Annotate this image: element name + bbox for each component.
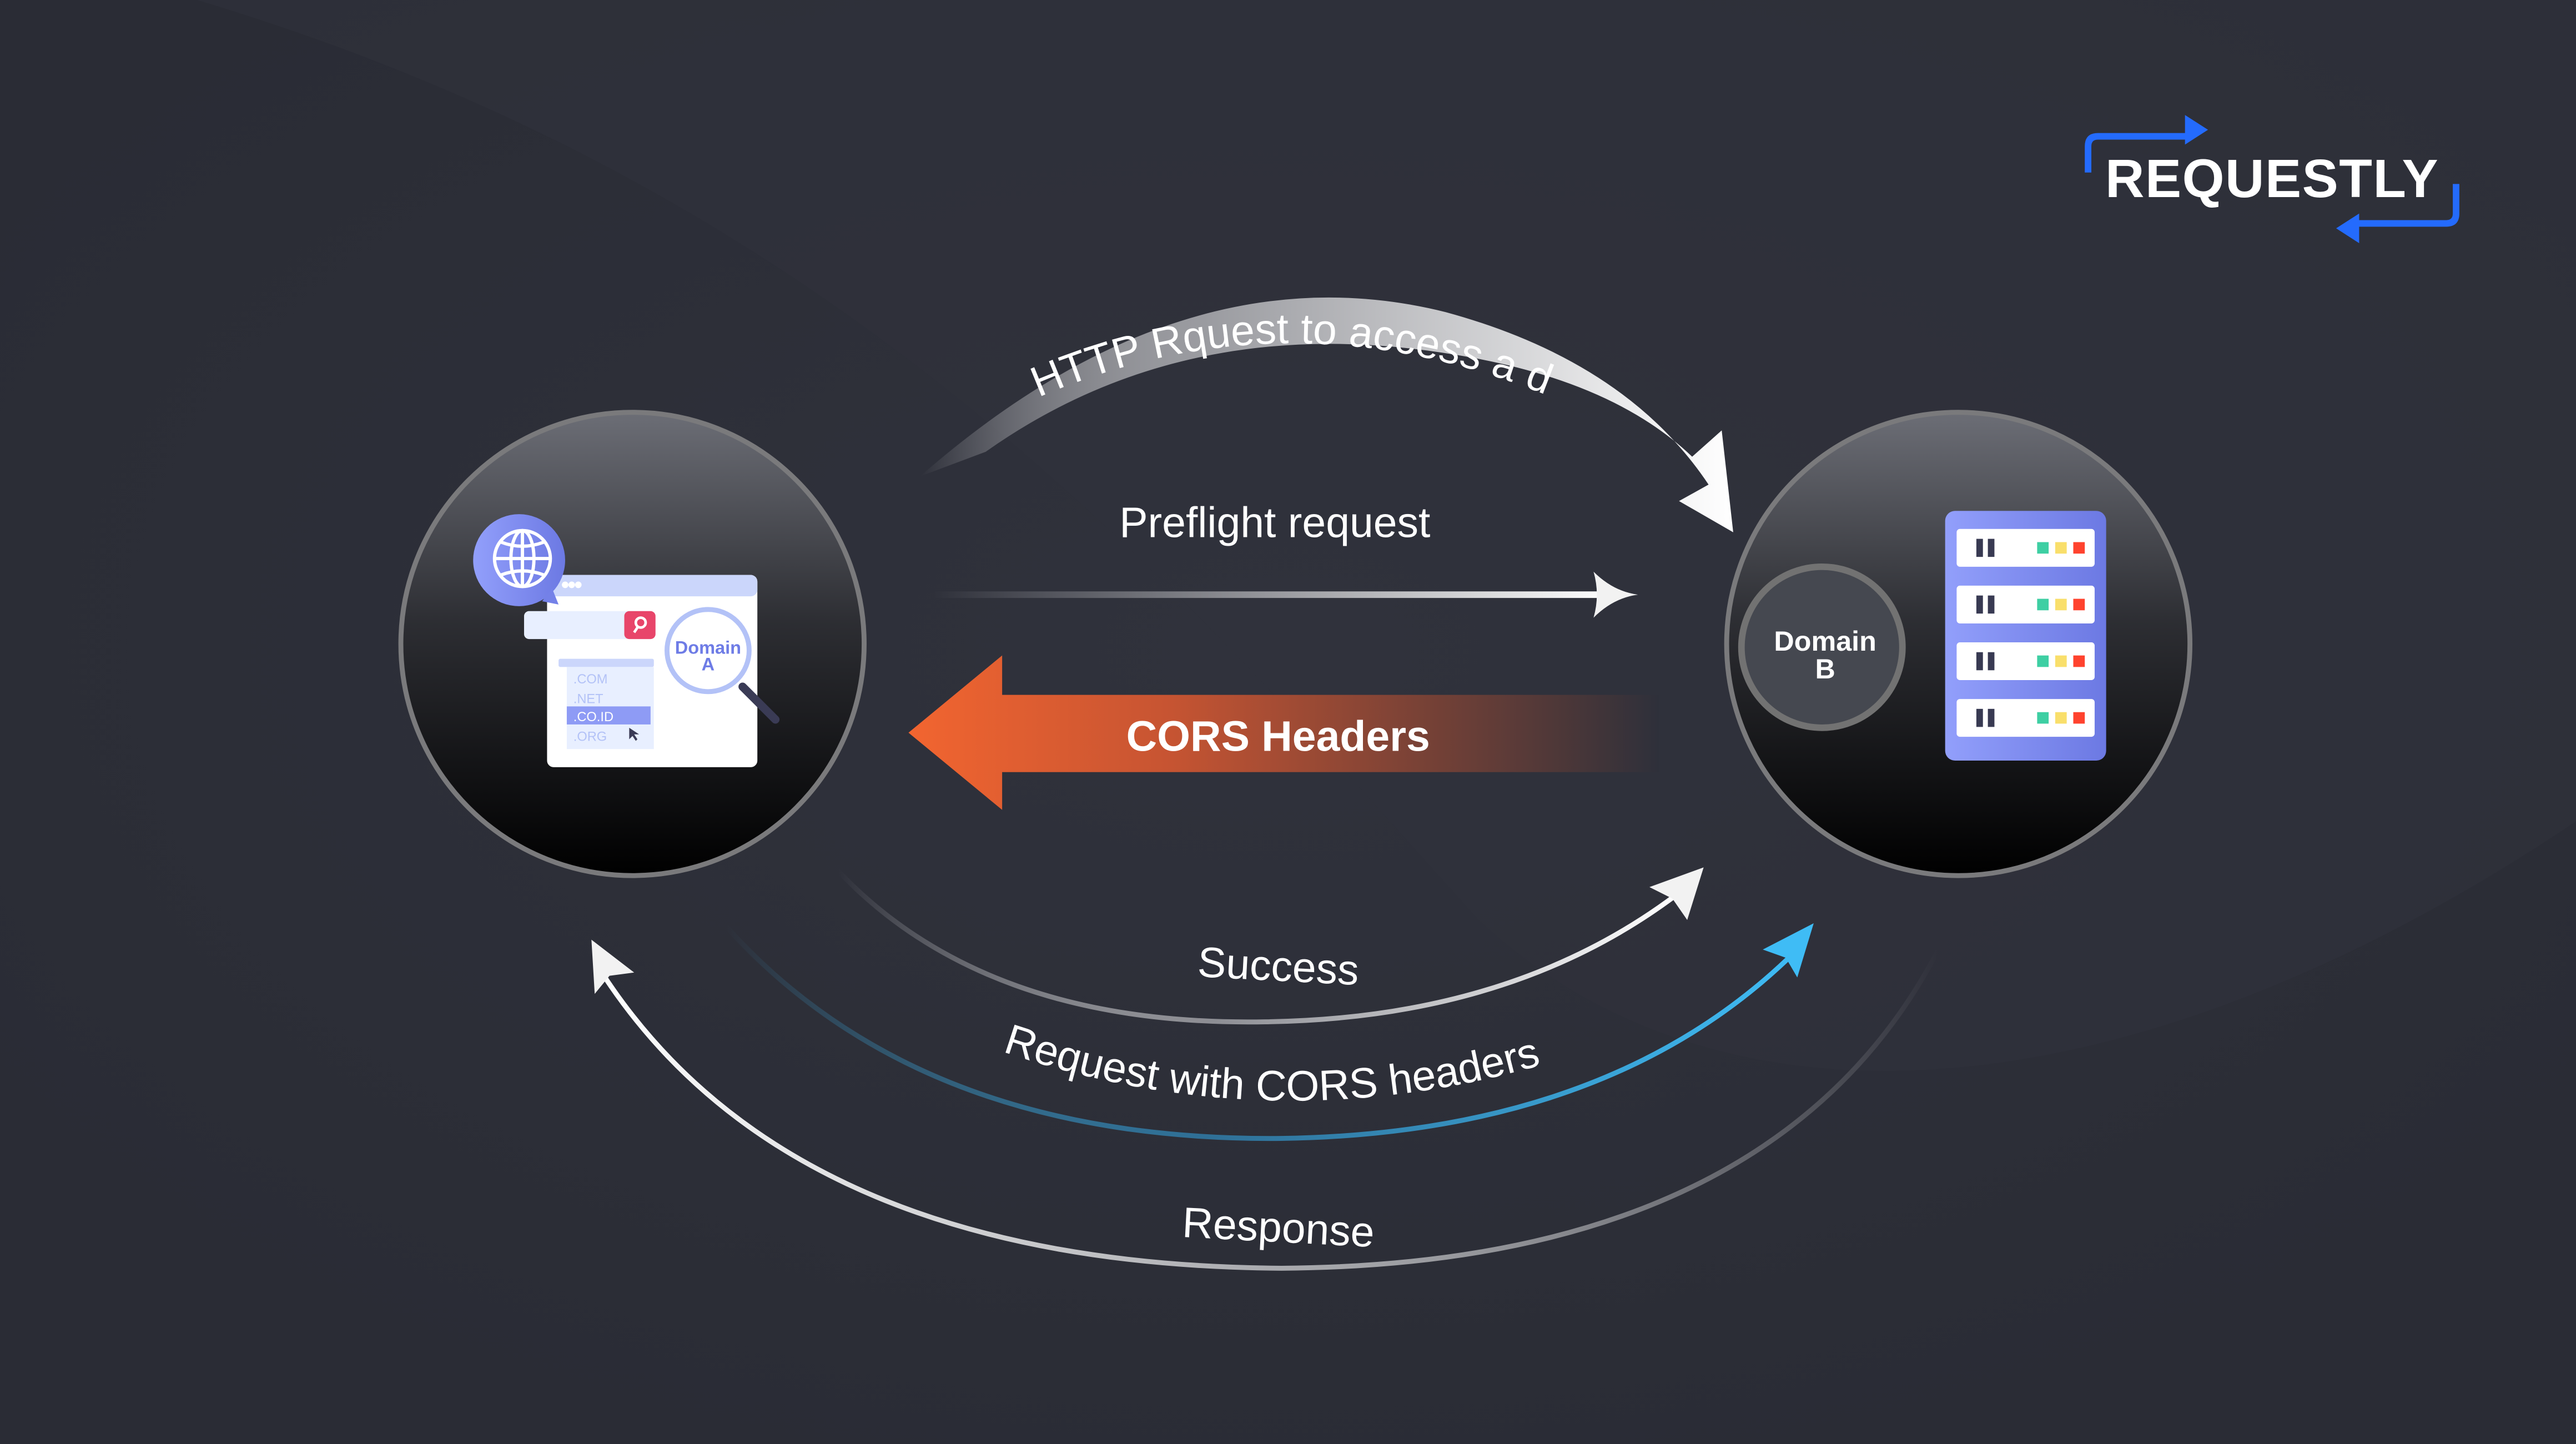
browser-window-illustration: .COM .NET .CO.ID .ORG Domain A [524,575,780,767]
status-led [2055,655,2067,667]
search-icon [633,616,647,633]
request-with-cors-arrow [724,923,1814,1141]
option-org: .ORG [573,730,607,744]
preflight-label: Preflight request [1119,499,1430,547]
rack-unit [1956,585,2095,623]
drive-slot [1988,652,1995,671]
status-led [2055,542,2067,554]
rack-unit [1956,529,2095,567]
globe-icon [473,514,565,606]
drive-slot [1976,708,1983,727]
status-led [2037,655,2049,667]
response-arrow [591,939,1941,1271]
domain-a-label-line1: Domain [675,638,741,658]
preflight-arrow [933,571,1638,618]
rack-unit [1956,699,2095,737]
domain-b-badge [1738,563,1906,731]
drive-slot [1976,652,1983,671]
drive-slot [1976,595,1983,614]
cors-headers-label: CORS Headers [1126,712,1430,760]
option-net: .NET [573,692,603,706]
option-com: .COM [573,672,608,687]
status-led [2073,598,2085,611]
status-led [2073,655,2085,667]
server-rack-icon [1945,511,2106,761]
response-label: Response [1181,1199,1375,1256]
domain-a-label-line2: A [702,654,715,674]
status-led [2073,712,2085,724]
server-node: Domain B [1724,410,2193,878]
logo-wordmark: REQUESTLY [2105,148,2439,209]
search-button [624,611,656,640]
success-label: Success [1196,938,1360,994]
rack-unit [1956,642,2095,681]
drive-slot [1988,708,1995,727]
cors-headers-arrow [908,655,1659,810]
status-led [2073,542,2085,554]
cursor-icon [629,727,640,741]
option-coid: .CO.ID [573,710,613,724]
selected-option-highlight [566,706,651,724]
drive-slot [1988,595,1995,614]
status-led [2037,712,2049,724]
status-led [2055,598,2067,611]
status-led [2037,542,2049,554]
requestly-logo: REQUESTLY [2085,115,2459,243]
status-led [2055,712,2067,724]
drive-slot [1976,539,1983,557]
status-led [2037,598,2049,611]
client-node: .COM .NET .CO.ID .ORG Domain A [398,410,867,878]
domain-b-label-line1: Domain [1774,625,1876,657]
success-arrow [836,867,1704,1025]
magnifier-icon [664,607,780,724]
domain-b-label-line2: B [1815,653,1835,685]
search-bar [524,611,656,640]
drive-slot [1988,539,1995,557]
